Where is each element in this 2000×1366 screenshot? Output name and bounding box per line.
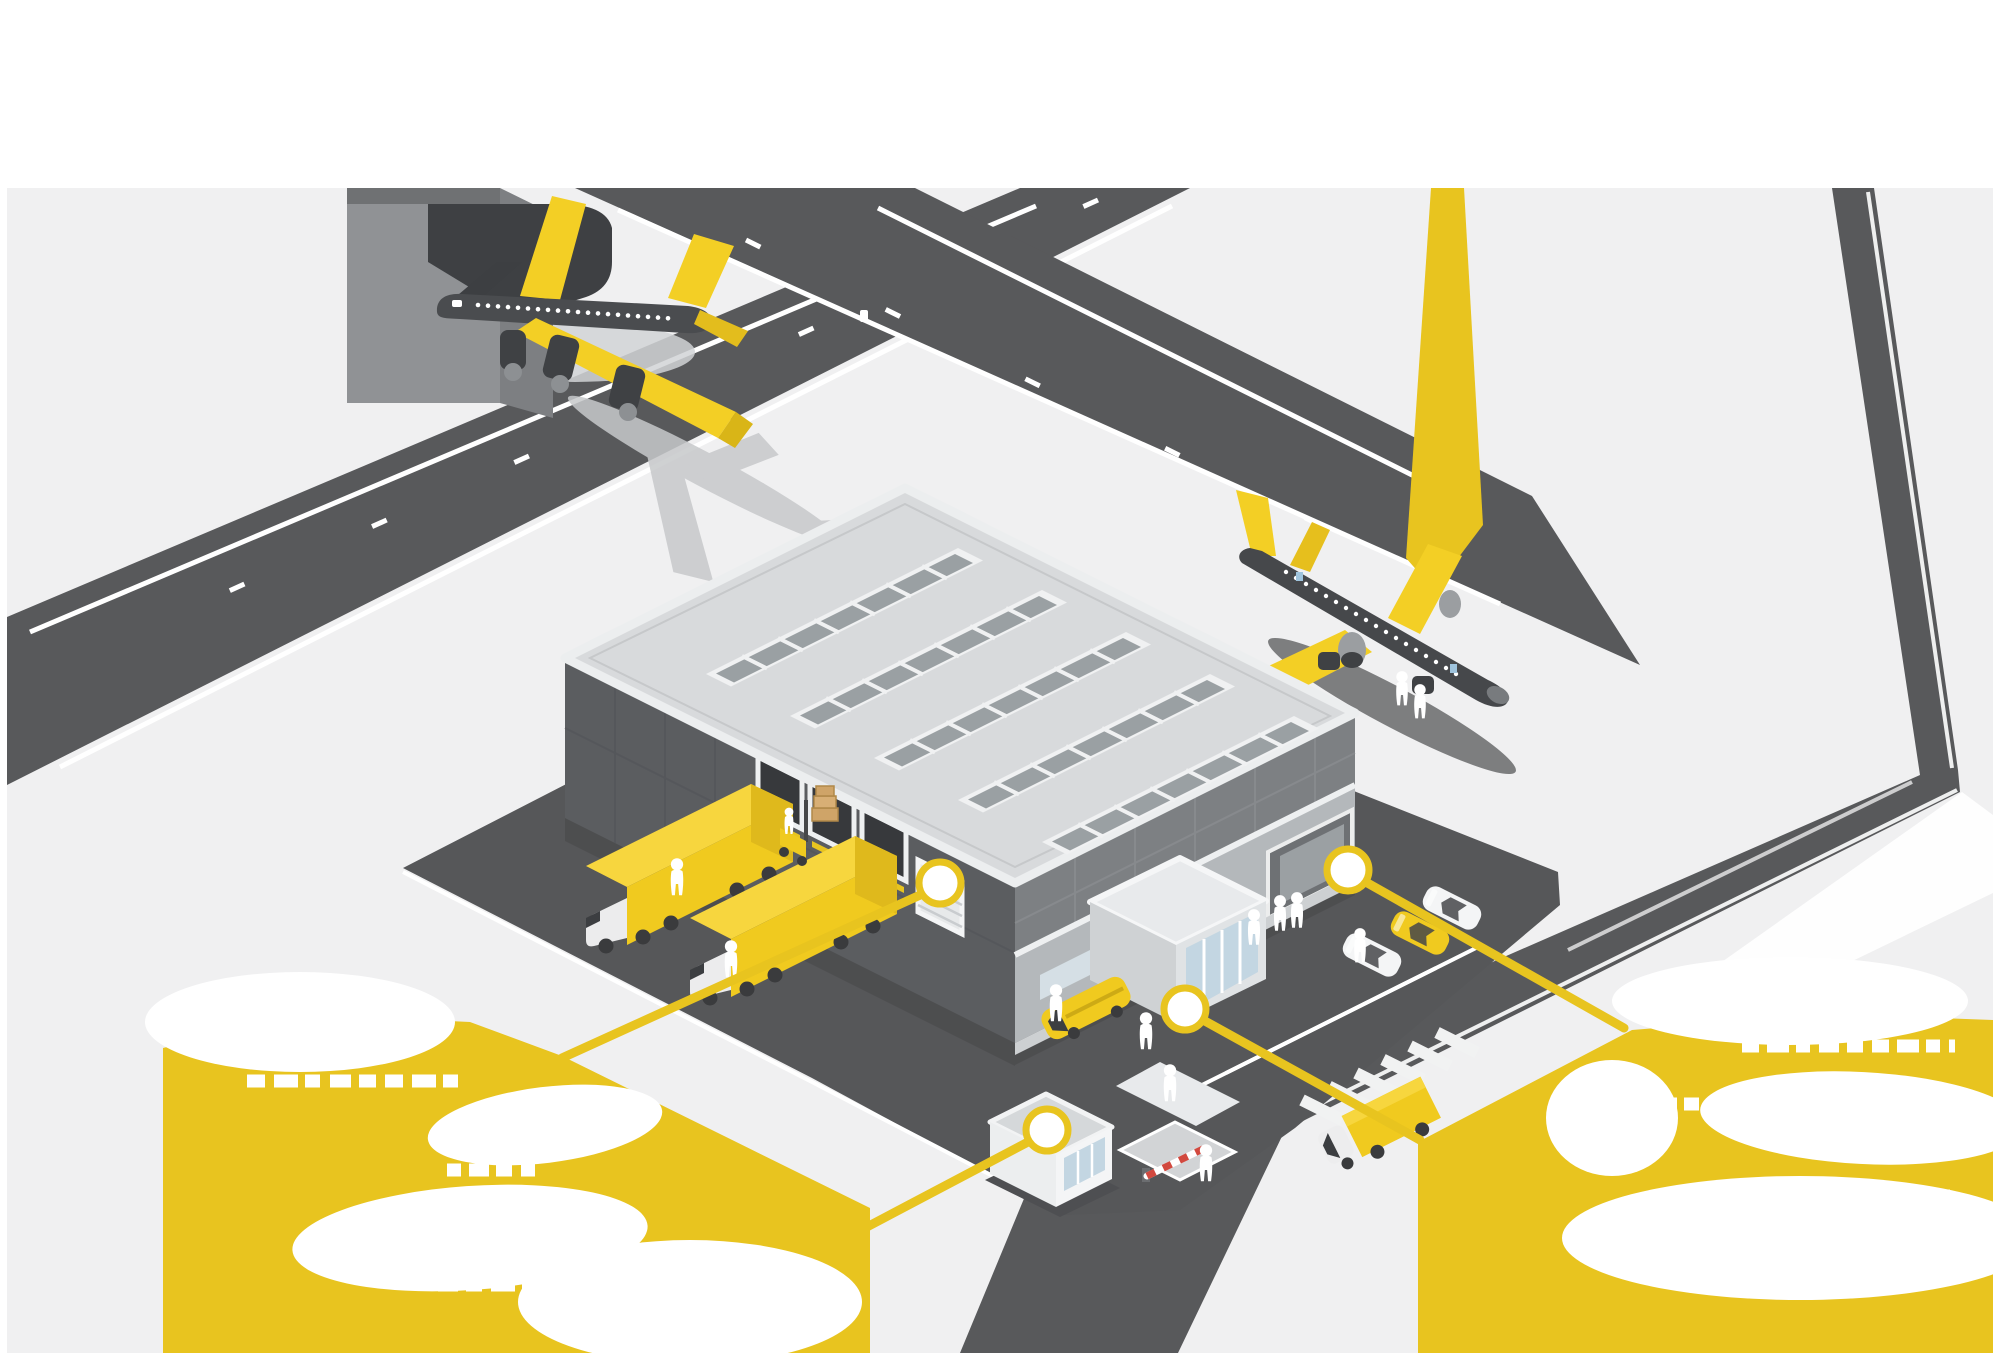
side-bay-hotspot[interactable] (1323, 845, 1373, 895)
yellow-beam (1406, 188, 1483, 590)
runway-crossing-a (575, 188, 1640, 665)
skylight-strip (706, 548, 1319, 855)
forklift (779, 785, 839, 866)
hotspot-markers (915, 845, 1373, 1155)
perimeter-road (960, 188, 1960, 1353)
runway-center-cross-icon (860, 310, 868, 322)
gatehouse-hotspot[interactable] (1022, 1105, 1072, 1155)
annex-entrance (1087, 855, 1269, 1023)
white-blobs (145, 957, 2000, 1364)
entrance-hotspot[interactable] (1160, 984, 1210, 1034)
cargo-plane-terminal (436, 196, 753, 448)
text-fragments (247, 1039, 1955, 1292)
barrier-gate (1142, 1144, 1209, 1182)
loading-dock-hotspot[interactable] (915, 858, 965, 908)
